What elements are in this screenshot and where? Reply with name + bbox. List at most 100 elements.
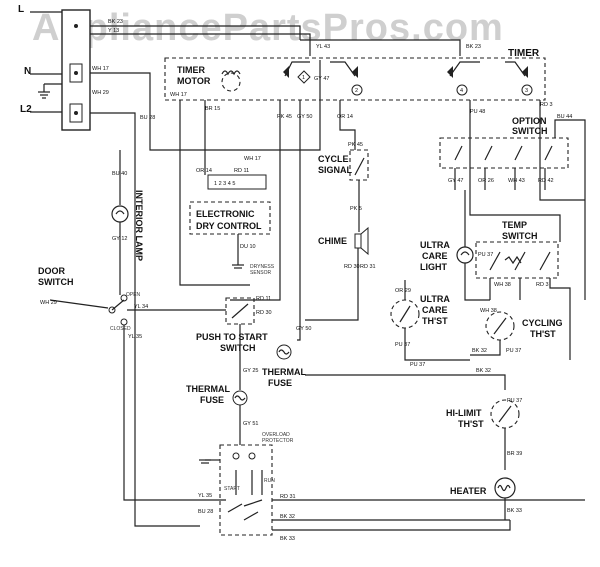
- wire-label-pu37: PU 37: [478, 252, 493, 258]
- timer-terminal-3: 3: [521, 84, 533, 96]
- wire-label-or14: OR 14: [337, 114, 353, 120]
- wire-label-rd3b: RD 3: [536, 282, 549, 288]
- thermal-fuse-b-symbol: [276, 344, 292, 360]
- wire-label-rd11b: RD 11: [256, 296, 271, 302]
- temp-switch-box: [475, 241, 559, 279]
- wire-label-wh38: WH 38: [494, 282, 511, 288]
- ultra-care-light-label-2: CARE: [422, 251, 448, 261]
- option-switch-contacts: [454, 145, 553, 161]
- wire-label-or29: OR 29: [395, 288, 411, 294]
- wire-label-bu28: BU 28: [140, 115, 155, 121]
- wire-label-bk32: BK 32: [280, 514, 295, 520]
- wire-label-wh43: WH 43: [508, 178, 525, 184]
- wire-label-rd30b: RD 30: [344, 264, 360, 270]
- motor-run-label: RUN: [264, 478, 275, 484]
- overload-label-1: OVERLOAD: [262, 432, 290, 438]
- motor-start-label: START: [224, 486, 240, 492]
- cycle-signal-label-2: SIGNAL: [318, 165, 353, 175]
- door-switch-wire-down: [123, 325, 226, 501]
- power-terminal-block: [61, 9, 91, 131]
- heater-label: HEATER: [450, 486, 487, 496]
- ultra-care-thst-label-1: ULTRA: [420, 294, 450, 304]
- heater-symbol: [494, 477, 516, 499]
- label-l: L: [18, 4, 24, 15]
- wire-label-yl35b: YL 35: [198, 493, 212, 499]
- hilimit-label-1: HI-LIMIT: [446, 408, 482, 418]
- thermal-fuse-a-label-1: THERMAL: [186, 384, 230, 394]
- svg-text:1 2 3 4 5: 1 2 3 4 5: [214, 181, 235, 187]
- cycling-thst-label-2: TH'ST: [530, 329, 556, 339]
- motor-output-wires: [272, 499, 585, 531]
- option-switch-box: [439, 137, 569, 169]
- thermal-fuse-a-symbol: [232, 390, 248, 406]
- ultra-care-thst-contact: [399, 305, 411, 323]
- wire-label-yl35: YL 35: [128, 334, 142, 340]
- door-switch-label-1: DOOR: [38, 266, 66, 276]
- timer-label: TIMER: [508, 48, 540, 59]
- temp-switch-internals: [489, 251, 551, 271]
- wire-label-pu37b: PU 37: [395, 342, 410, 348]
- timer-terminal-1: 1: [297, 70, 311, 84]
- temp-switch-wires: [469, 135, 585, 360]
- temp-switch-label-1: TEMP: [502, 220, 527, 230]
- wire-label-pu37c: PU 37: [506, 348, 521, 354]
- timer-motor-label-1: TIMER: [177, 65, 205, 75]
- door-switch-label-2: SWITCH: [38, 277, 74, 287]
- wire-label-bk33b: BK 33: [507, 508, 522, 514]
- cycling-thst-wire: [470, 340, 501, 356]
- option-switch-wires: [454, 119, 586, 300]
- wire-label-pu48: PU 48: [470, 109, 485, 115]
- ultra-care-thst-label-3: TH'ST: [422, 316, 448, 326]
- ultra-care-light-label-1: ULTRA: [420, 240, 450, 250]
- bk32-run: [305, 374, 506, 390]
- wire-label-rd30: RD 30: [256, 310, 272, 316]
- timer-box: [164, 57, 546, 101]
- svg-text:4: 4: [460, 88, 463, 94]
- push-start-label-1: PUSH TO START: [196, 332, 268, 342]
- chime-return-wire: [305, 248, 359, 321]
- interior-lamp-label: INTERIOR LAMP: [134, 190, 144, 261]
- dryness-sensor-symbol: [232, 264, 244, 269]
- wire-label-rd31: RD 31: [360, 264, 376, 270]
- wire-label-wh29: WH 29: [92, 90, 109, 96]
- timer-motor-coil: [221, 70, 241, 92]
- door-open-label: OPEN: [126, 292, 141, 298]
- door-closed-label: CLOSED: [110, 326, 131, 332]
- push-start-box: [225, 297, 255, 325]
- hilimit-label-2: TH'ST: [458, 419, 484, 429]
- timer-drop-wires: [179, 100, 541, 341]
- push-start-label-2: SWITCH: [220, 343, 256, 353]
- dryness-sensor-label-1: DRYNESS: [250, 264, 275, 270]
- ultra-care-light-wire-bottom: [464, 263, 490, 301]
- motor-ground-symbol: [199, 459, 220, 464]
- cycle-signal-label-1: CYCLE: [318, 154, 349, 164]
- timer-terminal-4: 4: [456, 84, 468, 96]
- wire-label-bu40: BU 40: [112, 171, 127, 177]
- wire-label-gy25: GY 25: [243, 368, 259, 374]
- wire-label-rd11: RD 11: [234, 168, 249, 174]
- door-switch-wire-left: [49, 299, 109, 309]
- cycle-signal-contact: [354, 157, 365, 176]
- ultra-care-thst-wire-bottom: [404, 328, 470, 361]
- wire-label-or26: OR 26: [478, 178, 494, 184]
- wire-label-br15: BR 15: [205, 106, 220, 112]
- wire-label-bk33: BK 33: [280, 536, 295, 542]
- top-wires: [90, 25, 461, 527]
- wire-label-wh17: WH 17: [92, 66, 109, 72]
- timer-motor-label-2: MOTOR: [177, 76, 211, 86]
- wire-label-rd31b: RD 31: [280, 494, 296, 500]
- edc-label-1: ELECTRONIC: [196, 209, 255, 219]
- wire-label-bu28b: BU 28: [198, 509, 213, 515]
- cycle-signal-box: [349, 149, 369, 181]
- wire-label-pk45b: PK 45: [348, 142, 363, 148]
- wire-label-gy47: GY 47: [314, 76, 330, 82]
- wire-label-rd3: RD 3: [540, 102, 553, 108]
- wire-label-gy47b: GY 47: [448, 178, 464, 184]
- wire-label-gy50: GY 50: [297, 114, 313, 120]
- wire-label-gy51: GY 51: [243, 421, 259, 427]
- chime-symbol: [354, 226, 369, 256]
- wire-label-bk32b: BK 32: [472, 348, 487, 354]
- chime-label: CHIME: [318, 236, 347, 246]
